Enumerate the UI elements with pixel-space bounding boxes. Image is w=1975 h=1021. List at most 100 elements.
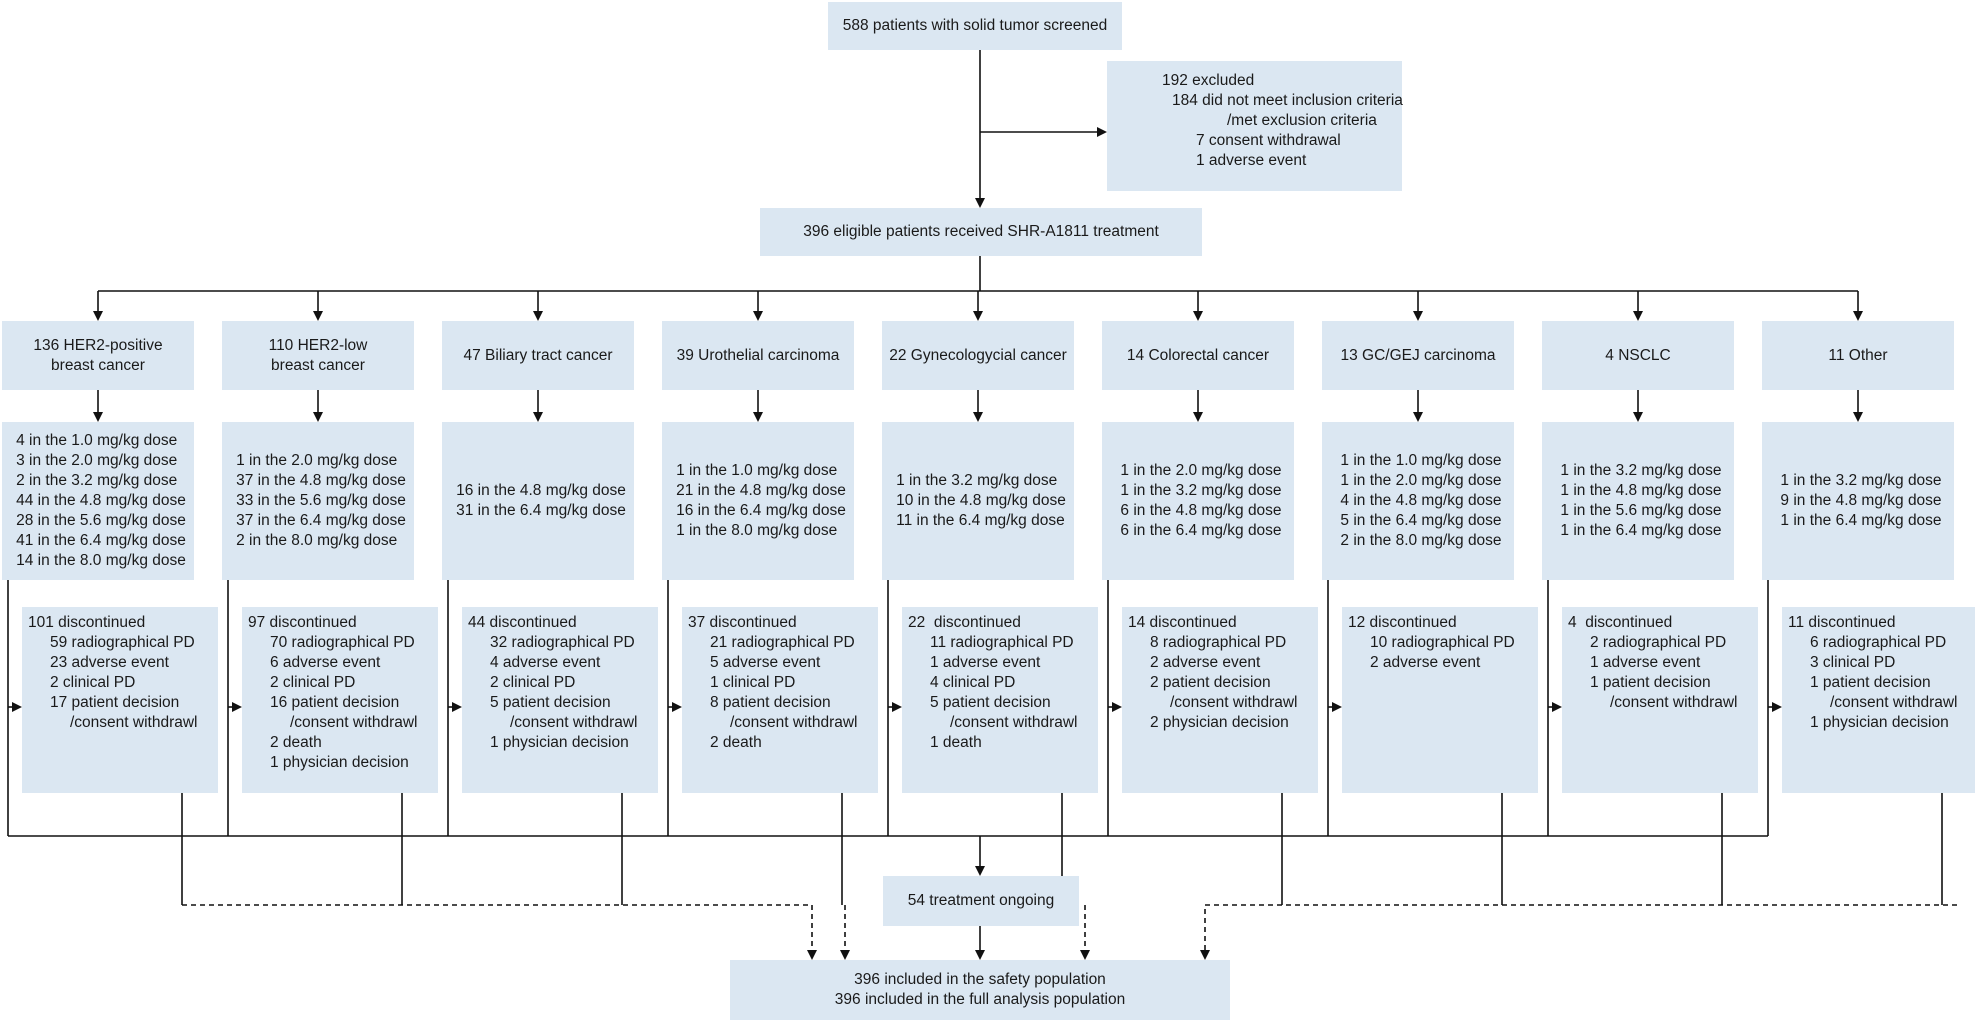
- discontinued-reason: 5 adverse event: [710, 654, 821, 671]
- group-title-text: breast cancer: [271, 356, 365, 374]
- ongoing-text: 54 treatment ongoing: [907, 892, 1055, 909]
- dashed-merge-left: [182, 904, 817, 960]
- discontinued-reason: 2 adverse event: [1370, 654, 1481, 671]
- dose-line: 31 in the 6.4 mg/kg dose: [456, 502, 626, 519]
- discontinued-reason: 6 radiographical PD: [1810, 634, 1947, 651]
- discontinued-reason: /consent withdrawl: [730, 714, 858, 731]
- dose-line: 1 in the 1.0 mg/kg dose: [676, 462, 838, 479]
- discontinued-count: 101 discontinued: [28, 614, 146, 631]
- dose-line: 28 in the 5.6 mg/kg dose: [16, 512, 186, 529]
- dose-line: 6 in the 4.8 mg/kg dose: [1120, 502, 1282, 519]
- discontinued-reason: /consent withdrawl: [950, 714, 1078, 731]
- group-title-text: breast cancer: [51, 356, 145, 374]
- dose-line: 11 in the 6.4 mg/kg dose: [896, 512, 1065, 529]
- discontinued-reason: 5 patient decision: [930, 694, 1051, 711]
- final-population-box: 396 included in the safety population 39…: [730, 960, 1230, 1020]
- discontinued-reason: /consent withdrawl: [1610, 694, 1738, 711]
- discontinued-reason: 1 physician decision: [1810, 714, 1949, 731]
- dose-line: 33 in the 5.6 mg/kg dose: [236, 492, 406, 509]
- discontinued-reason: 2 patient decision: [1150, 674, 1271, 691]
- dose-line: 6 in the 6.4 mg/kg dose: [1120, 522, 1282, 539]
- dose-line: 1 in the 3.2 mg/kg dose: [1780, 472, 1942, 489]
- group-title-text: 136 HER2-positive: [33, 336, 163, 354]
- group-title-box: 110 HER2-low breast cancer: [222, 321, 414, 390]
- discontinued-reason: 16 patient decision: [270, 694, 400, 711]
- discontinued-reason: 1 patient decision: [1590, 674, 1711, 691]
- dose-line: 1 in the 8.0 mg/kg dose: [676, 522, 838, 539]
- discontinued-reason: 2 clinical PD: [50, 674, 136, 691]
- eligible-text: 396 eligible patients received SHR-A1811…: [803, 223, 1159, 240]
- group-title-box: 136 HER2-positive breast cancer: [2, 321, 194, 390]
- discontinued-reason: 2 death: [270, 734, 322, 751]
- group-title-box: 14 Colorectal cancer: [1102, 321, 1294, 390]
- excluded-title: 192 excluded: [1162, 72, 1255, 89]
- group-title-text: 11 Other: [1828, 346, 1888, 364]
- group-title-text: 110 HER2-low: [268, 336, 368, 354]
- dose-line: 41 in the 6.4 mg/kg dose: [16, 532, 186, 549]
- group-title-text: 13 GC/GEJ carcinoma: [1340, 346, 1496, 364]
- dose-line: 1 in the 5.6 mg/kg dose: [1560, 502, 1722, 519]
- discontinued-reason: 1 patient decision: [1810, 674, 1931, 691]
- discontinued-reason: 32 radiographical PD: [490, 634, 635, 651]
- discontinued-reason: 2 adverse event: [1150, 654, 1261, 671]
- discontinued-count: 37 discontinued: [688, 614, 797, 631]
- discontinued-reason: 4 adverse event: [490, 654, 601, 671]
- dose-line: 5 in the 6.4 mg/kg dose: [1340, 512, 1502, 529]
- dose-line: 2 in the 3.2 mg/kg dose: [16, 472, 178, 489]
- dose-line: 1 in the 4.8 mg/kg dose: [1560, 482, 1722, 499]
- dose-box: 1 in the 3.2 mg/kg dose 1 in the 4.8 mg/k…: [1542, 422, 1734, 580]
- discontinued-reason: 3 clinical PD: [1810, 654, 1896, 671]
- group-title-box: 11 Other: [1762, 321, 1954, 390]
- excluded-reason: 184 did not meet inclusion criteria: [1172, 92, 1403, 109]
- discontinued-count: 11 discontinued: [1788, 614, 1896, 631]
- dose-line: 9 in the 4.8 mg/kg dose: [1780, 492, 1942, 509]
- discontinued-reason: 2 radiographical PD: [1590, 634, 1727, 651]
- excluded-reason: 1 adverse event: [1196, 152, 1307, 169]
- discontinued-reason: 1 death: [930, 734, 982, 751]
- dose-line: 4 in the 4.8 mg/kg dose: [1340, 492, 1502, 509]
- dose-line: 1 in the 3.2 mg/kg dose: [896, 472, 1058, 489]
- discontinued-reason: 2 physician decision: [1150, 714, 1289, 731]
- discontinued-count: 97 discontinued: [248, 614, 357, 631]
- dose-line: 1 in the 1.0 mg/kg dose: [1340, 452, 1502, 469]
- discontinued-reason: 5 patient decision: [490, 694, 611, 711]
- discontinued-reason: 1 adverse event: [1590, 654, 1701, 671]
- dose-line: 16 in the 6.4 mg/kg dose: [676, 502, 846, 519]
- discontinued-box: 11 discontinued 6 radiographical PD 3 clin…: [1782, 607, 1975, 793]
- discontinued-reason: 10 radiographical PD: [1370, 634, 1515, 651]
- group-title-text: 22 Gynecologycial cancer: [889, 346, 1067, 364]
- discontinued-reason: 6 adverse event: [270, 654, 381, 671]
- dose-line: 10 in the 4.8 mg/kg dose: [896, 492, 1066, 509]
- discontinued-reason: 2 clinical PD: [270, 674, 356, 691]
- group-title-text: 47 Biliary tract cancer: [463, 346, 613, 364]
- discontinued-reason: 70 radiographical PD: [270, 634, 415, 651]
- group-title-box: 22 Gynecologycial cancer: [882, 321, 1074, 390]
- discontinued-reason: 8 radiographical PD: [1150, 634, 1287, 651]
- discontinued-reason: /consent withdrawl: [510, 714, 638, 731]
- ongoing-box: 54 treatment ongoing: [883, 876, 1079, 926]
- dose-line: 3 in the 2.0 mg/kg dose: [16, 452, 178, 469]
- dose-line: 1 in the 2.0 mg/kg dose: [1120, 462, 1282, 479]
- discontinued-reason: 2 death: [710, 734, 762, 751]
- dose-line: 1 in the 6.4 mg/kg dose: [1780, 512, 1942, 529]
- discontinued-box: 37 discontinued 21 radiographical PD 5 adv…: [682, 607, 878, 793]
- discontinued-reason: 21 radiographical PD: [710, 634, 855, 651]
- dose-box: 1 in the 3.2 mg/kg dose 10 in the 4.8 mg/…: [882, 422, 1074, 580]
- eligible-box: 396 eligible patients received SHR-A1811…: [760, 208, 1202, 256]
- dose-line: 37 in the 4.8 mg/kg dose: [236, 472, 406, 489]
- discontinued-reason: 8 patient decision: [710, 694, 831, 711]
- safety-population-text: 396 included in the safety population: [854, 971, 1106, 988]
- discontinued-reason: 4 clinical PD: [930, 674, 1016, 691]
- discontinued-reason: 59 radiographical PD: [50, 634, 195, 651]
- discontinued-reason: 1 clinical PD: [710, 674, 796, 691]
- discontinued-reason: 2 clinical PD: [490, 674, 576, 691]
- dose-line: 1 in the 3.2 mg/kg dose: [1560, 462, 1722, 479]
